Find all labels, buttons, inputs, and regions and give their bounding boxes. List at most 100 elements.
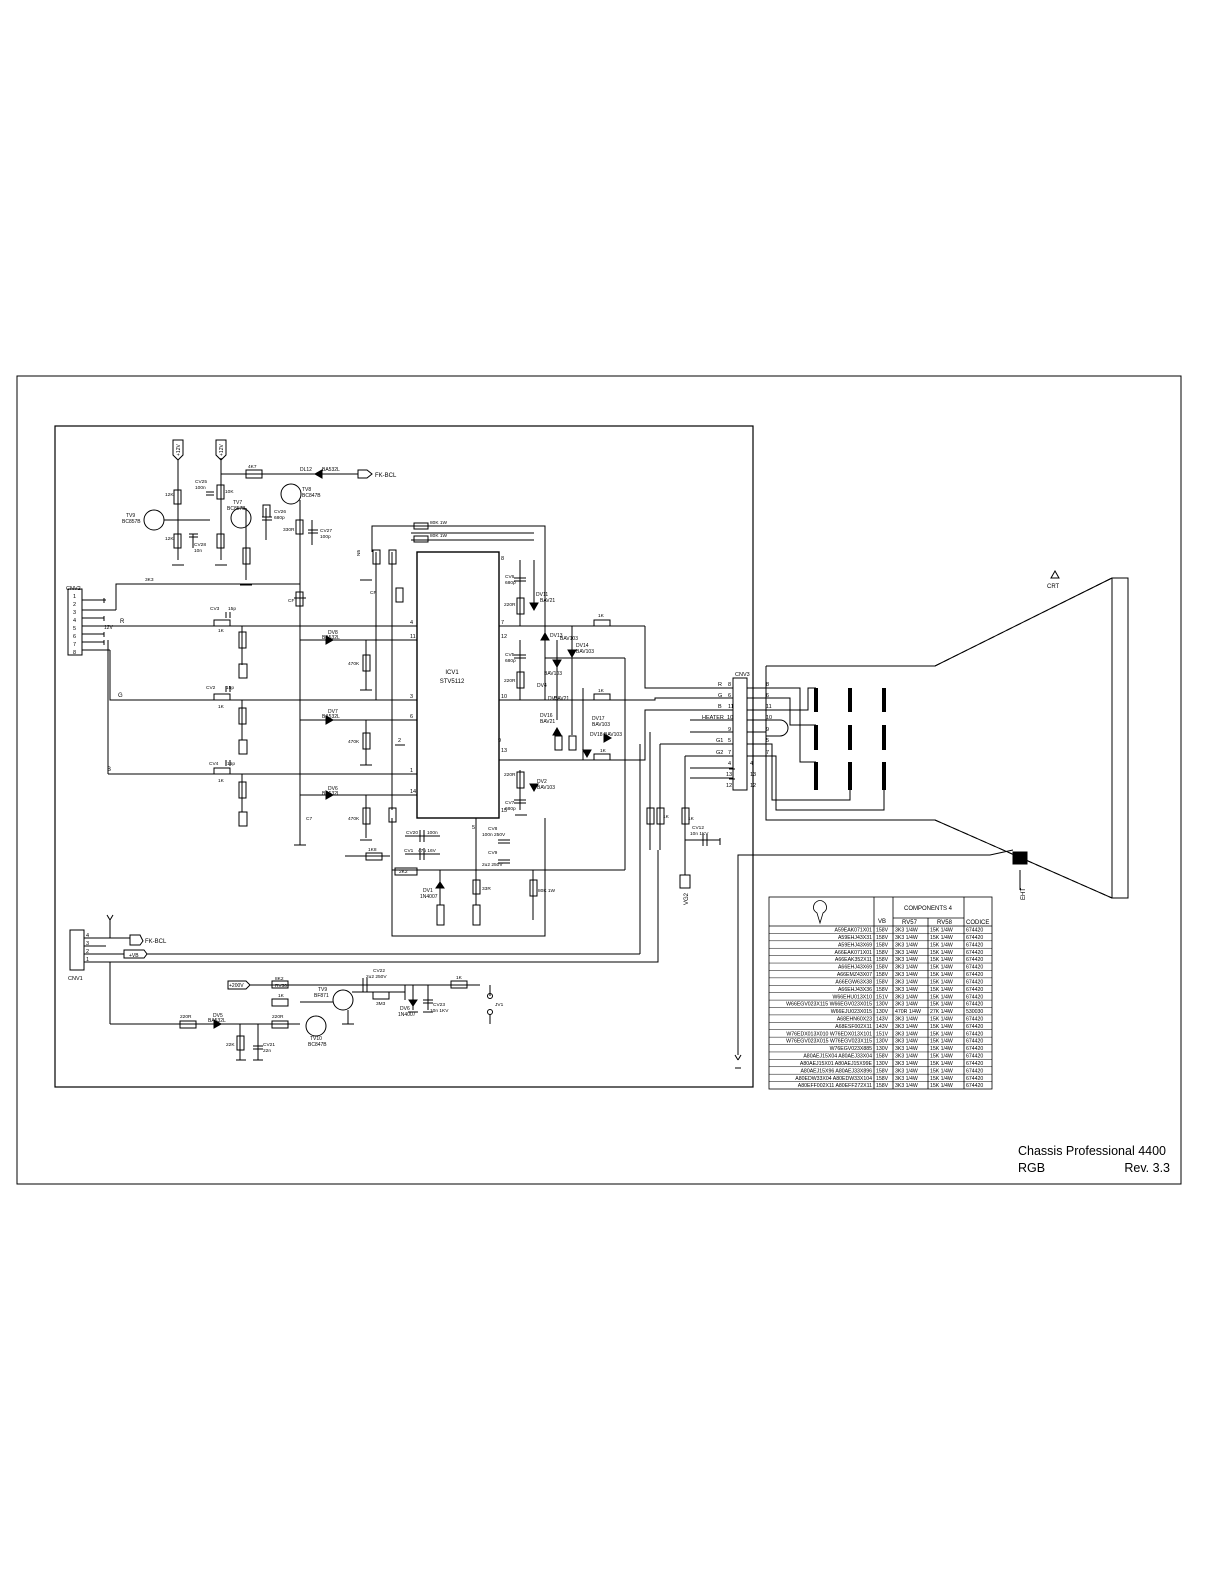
table-cell: 130V — [876, 1046, 889, 1052]
table-title: COMPONENTS 4 — [904, 906, 953, 912]
cnv3-sig: G2 — [716, 750, 723, 756]
ic-pin: 8 — [501, 556, 504, 562]
table-cell: 151V — [876, 994, 889, 1000]
table-cell: 15K 1/4W — [930, 965, 953, 971]
title-block-revision: Rev. 3.3 — [1124, 1161, 1170, 1175]
cnv3-pin-b: 9 — [766, 727, 769, 733]
label-cv28: CV28 — [194, 542, 206, 548]
table-cell: 15K 1/4W — [930, 1017, 953, 1023]
table-cell: 674420 — [966, 1046, 983, 1052]
ic-part: STV5112 — [440, 679, 465, 685]
table-cell: 15K 1/4W — [930, 1083, 953, 1089]
ic-pin: 1 — [410, 768, 413, 774]
table-cell: 158V — [876, 1054, 889, 1060]
part-label: DV8 — [328, 630, 338, 636]
table-cell: 3K3 1/4W — [895, 1031, 918, 1037]
part-sub: BAV21 — [554, 696, 569, 702]
signal-crt: CRT — [1047, 584, 1060, 590]
ic-pin: 13 — [501, 748, 507, 754]
table-cell: 674420 — [966, 979, 983, 985]
table-cell: 130V — [876, 1009, 889, 1015]
ic-pin: 4 — [410, 620, 413, 626]
table-cell: W76EGV023X015 W76EGV023X115 — [786, 1039, 872, 1045]
table-cell: A68ESF002X11 — [835, 1024, 872, 1030]
ic-body — [416, 551, 500, 819]
ic-pin: 6 — [410, 714, 413, 720]
table-cell: 3K3 1/4W — [895, 1046, 918, 1052]
table-header: CODICE — [966, 920, 989, 926]
table-cell: 674420 — [966, 1002, 983, 1008]
label-cf-2: CF — [288, 598, 294, 604]
label-jv1: JV1 — [495, 1002, 504, 1008]
part-label: DV4 — [537, 683, 547, 689]
label-10k: 10K — [225, 489, 234, 495]
table-cell: 674420 — [966, 987, 983, 993]
cnv1-pin: 3 — [86, 941, 89, 947]
table-cell: 674420 — [966, 942, 983, 948]
label-cv26: CV26 — [274, 509, 286, 515]
table-cell: 3K3 1/4W — [895, 935, 918, 941]
label-8k2: 8K2 — [275, 976, 284, 982]
label-1k-a: 1K — [218, 628, 225, 634]
signal-r: R — [120, 619, 125, 625]
table-cell: 158V — [876, 1083, 889, 1089]
part-sub: 1N4007 — [398, 1012, 416, 1018]
label-1k-g: 1K — [688, 816, 695, 822]
label-cv12v: 10n 1KV — [690, 831, 709, 837]
label-80k-1: 80K 1W — [430, 520, 448, 526]
label-cf: CF — [370, 590, 376, 596]
part-label: TV7 — [233, 500, 242, 506]
cnv3-pin-a: 5 — [728, 738, 731, 744]
table-cell: 158V — [876, 928, 889, 934]
table-cell: 15K 1/4W — [930, 1076, 953, 1082]
table-cell: 3K3 1/4W — [895, 979, 918, 985]
cnv3-pin-a: 12 — [726, 783, 732, 789]
cnv3-pin-b: 10 — [766, 715, 772, 721]
table-cell: 3K3 1/4W — [895, 972, 918, 978]
label-cv9v: 2u2 250V — [482, 862, 503, 868]
table-cell: 674420 — [966, 1054, 983, 1060]
table-cell: 3K3 1/4W — [895, 987, 918, 993]
label-cv3: CV3 — [210, 606, 220, 612]
signal-b: B — [107, 767, 111, 773]
label-cv23: CV23 — [433, 1002, 445, 1008]
label-cv1: CV1 — [404, 848, 414, 854]
ic-pin: 12 — [501, 634, 507, 640]
label-cv12: CV12 — [692, 825, 704, 831]
label-1k-i: 1K — [278, 993, 285, 999]
table-cell: 674420 — [966, 1076, 983, 1082]
table-cell: 3K3 1/4W — [895, 928, 918, 934]
cnv3-pin-a: 9 — [728, 727, 731, 733]
label-cv7: CV7 — [505, 800, 515, 806]
part-sub: BC847B — [308, 1042, 327, 1048]
table-cell: 15K 1/4W — [930, 987, 953, 993]
label-cv20: CV20 — [406, 830, 418, 836]
label-cv6: CV6 — [505, 574, 515, 580]
table-cell: 130V — [876, 1061, 889, 1067]
cnv2-pin: 7 — [73, 642, 76, 648]
part-sub: BA532L — [208, 1018, 226, 1024]
signal-eht: EHT — [1021, 888, 1027, 900]
cnv1-pin: 2 — [86, 949, 89, 955]
label-c7: C7 — [306, 816, 312, 822]
cnv3-sig: HEATER — [702, 715, 724, 721]
table-cell: 143V — [876, 1017, 889, 1023]
label-1k-c: 1K — [218, 778, 225, 784]
ic-pin: 7 — [501, 620, 504, 626]
part-label: DV13 — [550, 633, 563, 639]
circuit-frame — [54, 425, 754, 1088]
cnv2-pin: 2 — [73, 602, 76, 608]
cnv2-pin: 1 — [73, 594, 76, 600]
table-cell: 15K 1/4W — [930, 928, 953, 934]
components-table — [768, 896, 993, 1090]
label-220r-a: 220R — [504, 602, 516, 608]
table-cell: 3K3 1/4W — [895, 950, 918, 956]
table-cell: A66EAK071X01 — [835, 950, 873, 956]
part-label: TV8 — [302, 487, 311, 493]
label-cv21: CV21 — [263, 1042, 275, 1048]
title-block-chassis: Chassis Professional 4400 — [1018, 1144, 1166, 1158]
cnv2-label: CNV2 — [66, 586, 81, 592]
part-sub: BA532L — [322, 714, 340, 720]
table-cell: 3K3 1/4W — [895, 1054, 918, 1060]
table-cell: 15K 1/4W — [930, 994, 953, 1000]
